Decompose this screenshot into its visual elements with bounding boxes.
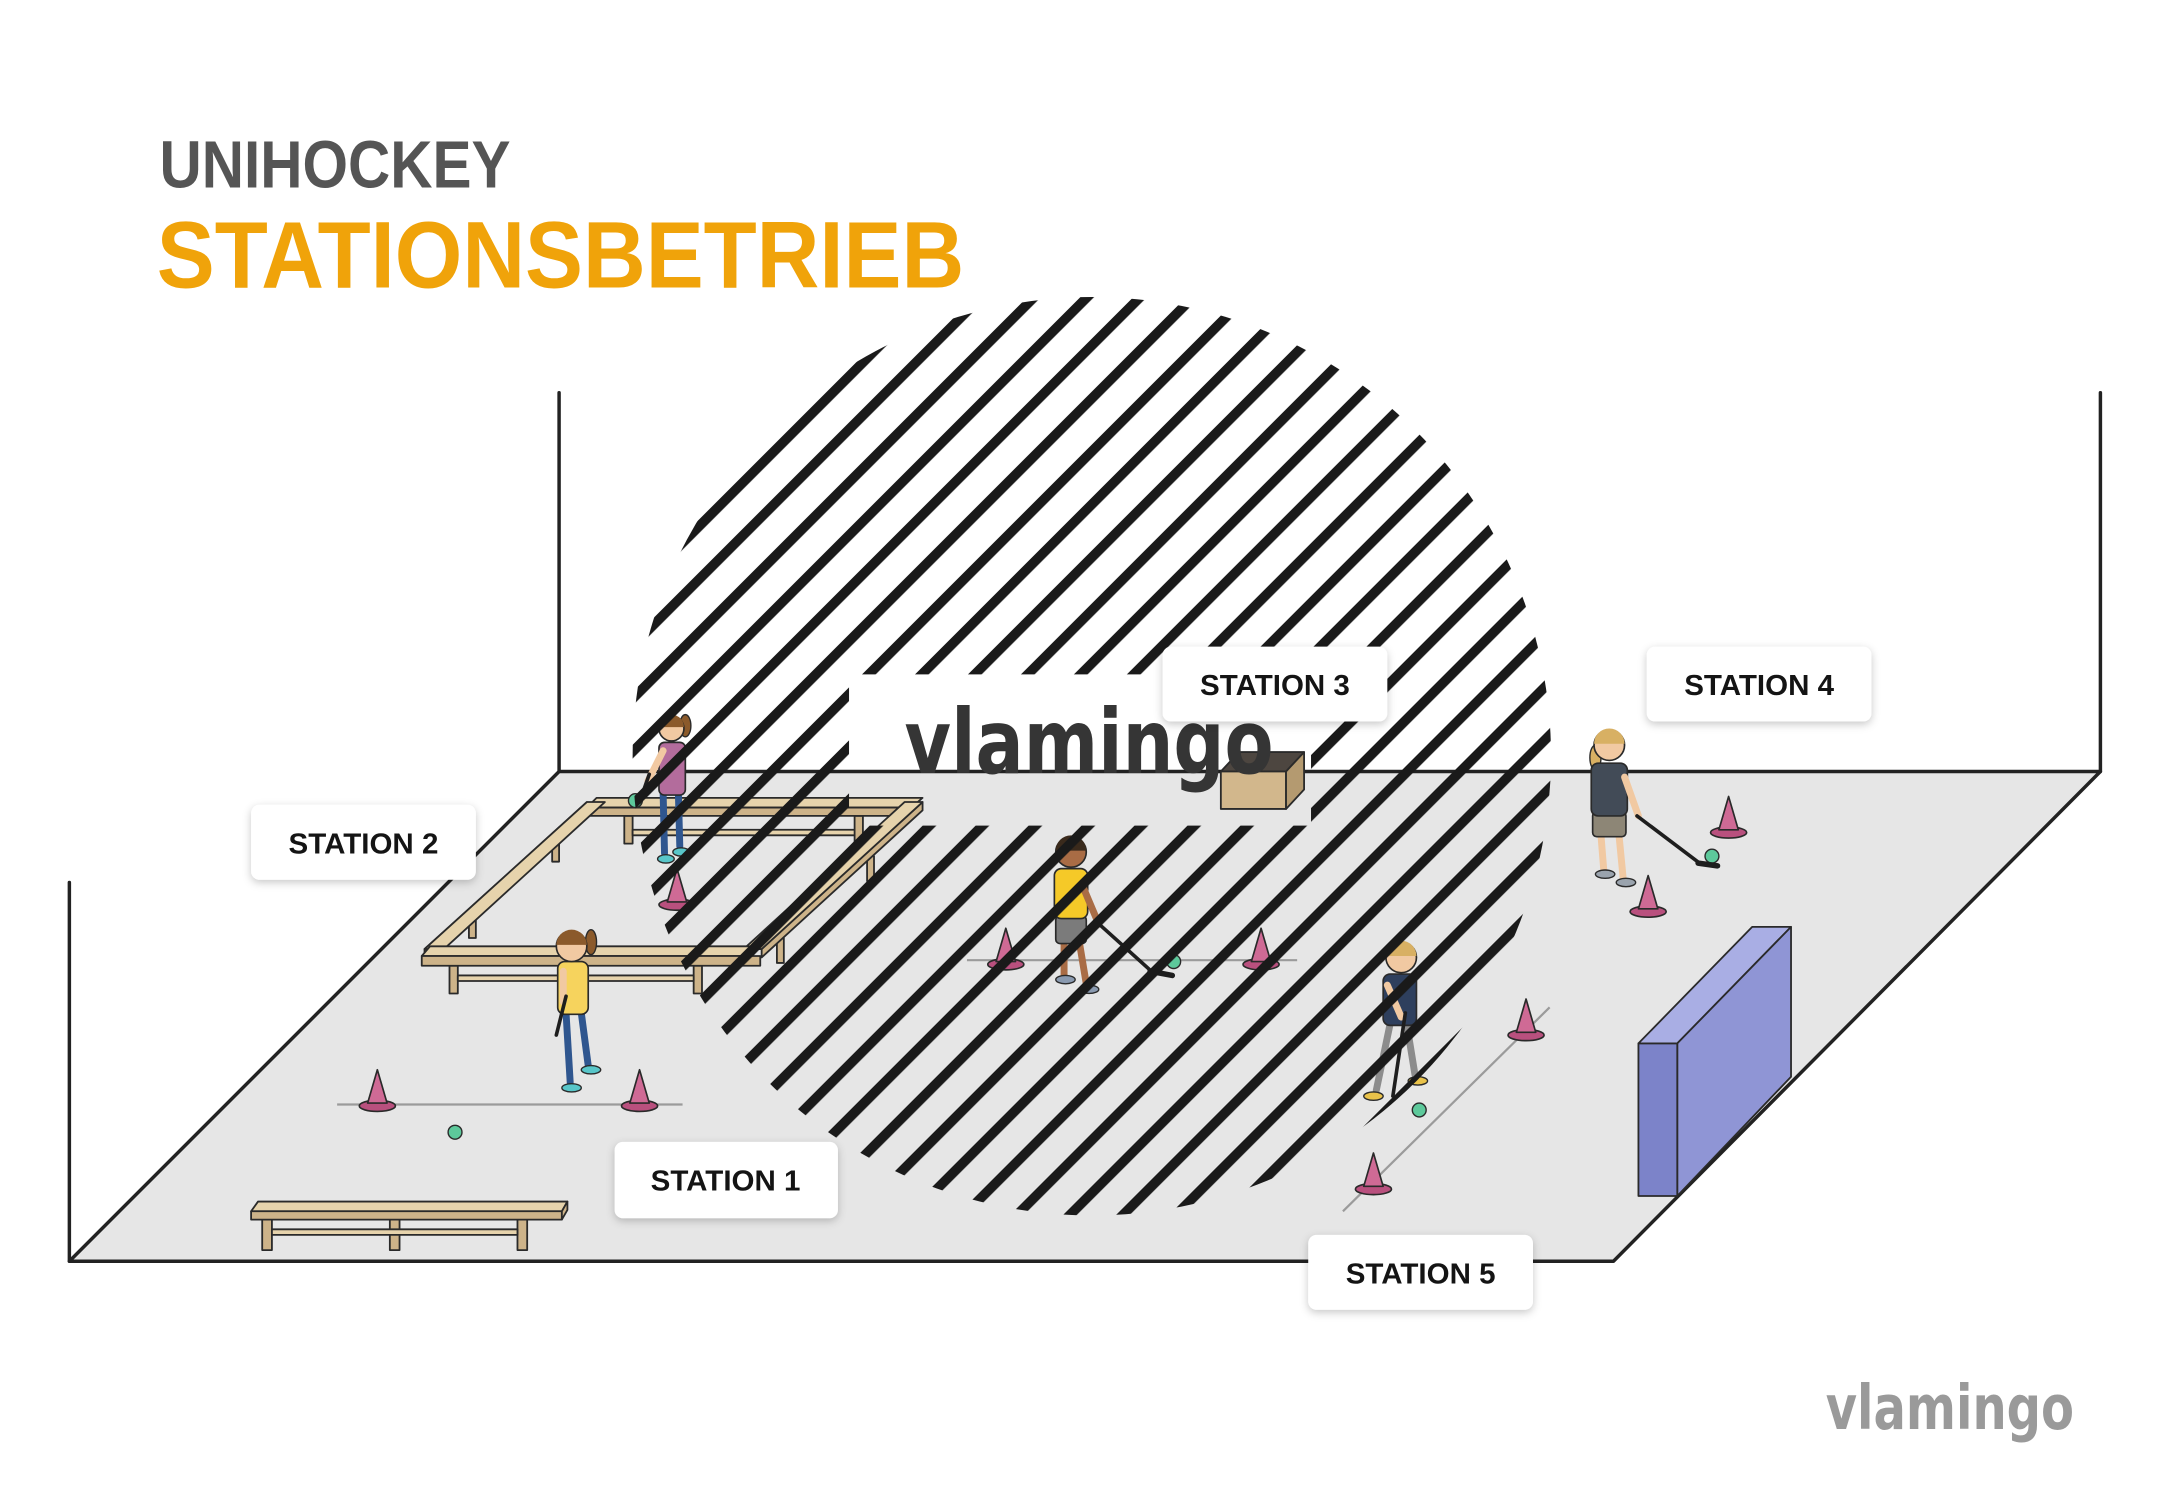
station-label-text: STATION 3 — [1200, 670, 1350, 702]
station-label-text: STATION 5 — [1346, 1258, 1496, 1290]
ball — [1411, 1102, 1427, 1118]
player-station-4 — [1589, 728, 1721, 888]
station-label-3: STATION 3 — [1162, 646, 1388, 722]
page-subtitle: STATIONSBETRIEB — [157, 202, 964, 307]
station-label-4: STATION 4 — [1646, 646, 1872, 722]
bench-station-1 — [250, 1200, 569, 1252]
station-label-1: STATION 1 — [614, 1141, 838, 1219]
watermark-stripes — [632, 297, 1552, 1216]
station-label-text: STATION 1 — [651, 1165, 801, 1197]
ball — [447, 1124, 463, 1140]
station-label-5: STATION 5 — [1308, 1234, 1533, 1310]
station-label-text: STATION 4 — [1684, 670, 1835, 702]
page-title: UNIHOCKEY — [160, 128, 511, 202]
station-label-text: STATION 2 — [289, 828, 439, 860]
ball — [1704, 848, 1720, 864]
station-label-2: STATION 2 — [251, 804, 476, 880]
player-station-1 — [554, 928, 602, 1093]
gym-mat — [1637, 925, 1792, 1197]
vlamingo-logo: vlamingo — [1826, 1373, 2074, 1444]
